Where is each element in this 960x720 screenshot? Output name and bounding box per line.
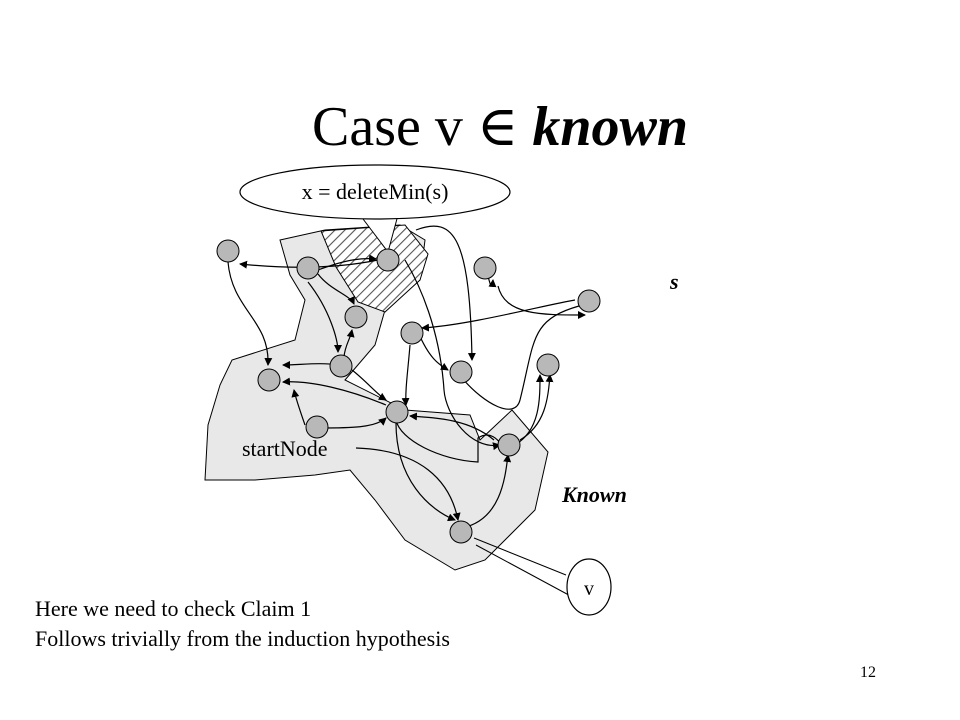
graph-node <box>344 305 368 329</box>
edge <box>409 412 495 441</box>
hatched-region <box>320 224 429 313</box>
edge <box>395 419 503 463</box>
graph-node <box>449 360 473 384</box>
edge <box>461 454 512 529</box>
v-label: v <box>584 578 594 600</box>
graph-node <box>577 289 601 313</box>
start-node-label: startNode <box>242 436 328 461</box>
graph-edges <box>227 225 586 529</box>
edge <box>307 281 342 353</box>
v-bubble <box>566 558 612 616</box>
graph-node <box>400 321 424 345</box>
title-keyword: known <box>532 96 688 158</box>
edge <box>421 299 576 332</box>
title-prefix: Case v <box>312 96 463 158</box>
edge <box>497 285 586 319</box>
slide-number: 12 <box>860 664 876 681</box>
graph-node <box>296 256 320 280</box>
edge <box>395 419 456 522</box>
note-line-2: Follows trivially from the induction hyp… <box>35 626 450 651</box>
edge <box>317 254 377 271</box>
known-label: Known <box>561 482 627 507</box>
slide-title: Case v ∈ known <box>0 92 960 162</box>
edge <box>404 259 501 451</box>
edge <box>317 273 355 305</box>
element-of-symbol: ∈ <box>476 96 519 158</box>
graph-node <box>536 353 560 377</box>
graph-node <box>216 239 240 263</box>
note-line-1: Here we need to check Claim 1 <box>35 596 312 621</box>
edge <box>401 344 411 406</box>
graph-node <box>473 256 497 280</box>
callout-text: x = deleteMin(s) <box>302 179 449 204</box>
edge <box>351 369 387 401</box>
edge <box>417 331 449 371</box>
edge <box>282 377 387 406</box>
graph-nodes <box>216 239 601 544</box>
edge <box>343 329 355 358</box>
edge <box>355 447 461 521</box>
edge <box>227 261 273 366</box>
edge <box>461 305 580 410</box>
edge <box>519 374 554 441</box>
graph-node <box>449 520 473 544</box>
graph-node <box>376 248 400 272</box>
graph-node <box>329 354 353 378</box>
s-label: s <box>669 269 679 294</box>
callout-bubble <box>239 164 511 220</box>
graph-node <box>257 368 281 392</box>
graph-node <box>305 415 329 439</box>
graph-node <box>385 400 409 424</box>
edge <box>514 374 544 446</box>
edge <box>291 389 306 426</box>
graph-node <box>497 433 521 457</box>
